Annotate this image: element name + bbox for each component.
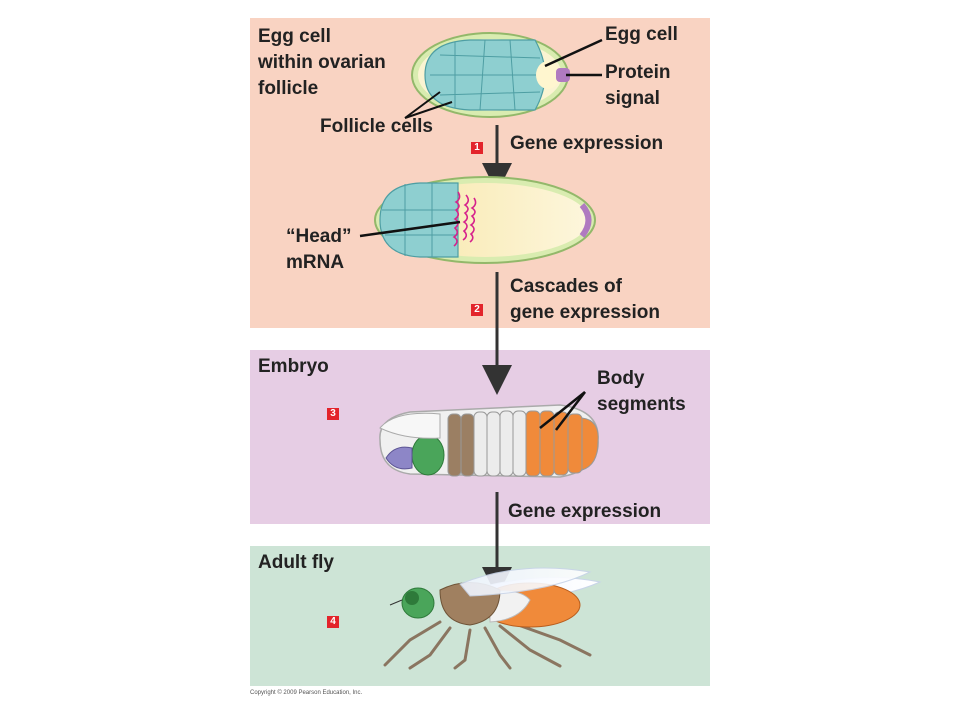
body-segments-line-2: segments	[597, 394, 686, 415]
gene-expression-label-1: Gene expression	[510, 133, 664, 154]
adult-fly-illustration	[383, 567, 602, 670]
cascades-line-1: Cascades of	[510, 276, 622, 297]
step-badge-4: 4	[327, 616, 339, 628]
step-badge-2: 2	[471, 304, 483, 316]
egg-follicle-1	[411, 32, 569, 118]
egg-follicle-2	[374, 176, 596, 264]
cascades-label: Cascades of gene expression	[510, 274, 660, 326]
adult-fly-label: Adult fly	[258, 552, 334, 573]
step-badge-1: 1	[471, 142, 483, 154]
gene-expression-label-2: Gene expression	[508, 501, 662, 522]
egg-cell-label: Egg cell	[605, 24, 678, 45]
segment-pointer-1	[539, 391, 586, 429]
egg-within-follicle-line-2: within ovarian	[258, 52, 386, 73]
segment-pointer-2	[555, 391, 586, 431]
body-segments-label: Body segments	[597, 366, 686, 418]
head-mrna-label: “Head” mRNA	[286, 224, 351, 276]
embryo-illustration	[379, 404, 599, 478]
step-badge-3: 3	[327, 408, 339, 420]
head-mrna-line-2: mRNA	[286, 252, 345, 273]
head-mrna-shape	[452, 191, 477, 247]
body-segments-line-1: Body	[597, 368, 645, 389]
protein-signal-line-1: Protein	[605, 62, 671, 83]
copyright-text: Copyright © 2009 Pearson Education, Inc.	[250, 690, 363, 696]
protein-signal-line-2: signal	[605, 88, 660, 109]
protein-signal-shape	[556, 68, 570, 82]
embryo-label: Embryo	[258, 356, 329, 377]
egg-cell-pointer	[544, 38, 603, 68]
head-mrna-line-1: “Head”	[286, 226, 352, 247]
follicle-cells-label: Follicle cells	[320, 116, 433, 137]
follicle-pointer-1	[404, 91, 441, 119]
follicle-pointer-2	[404, 101, 453, 119]
cascades-line-2: gene expression	[510, 302, 660, 323]
egg-within-follicle-label: Egg cell within ovarian follicle	[258, 24, 386, 102]
egg-within-follicle-line-3: follicle	[258, 78, 319, 99]
egg-within-follicle-line-1: Egg cell	[258, 26, 331, 47]
head-mrna-pointer	[359, 220, 461, 238]
protein-signal-label: Protein signal	[605, 60, 670, 112]
